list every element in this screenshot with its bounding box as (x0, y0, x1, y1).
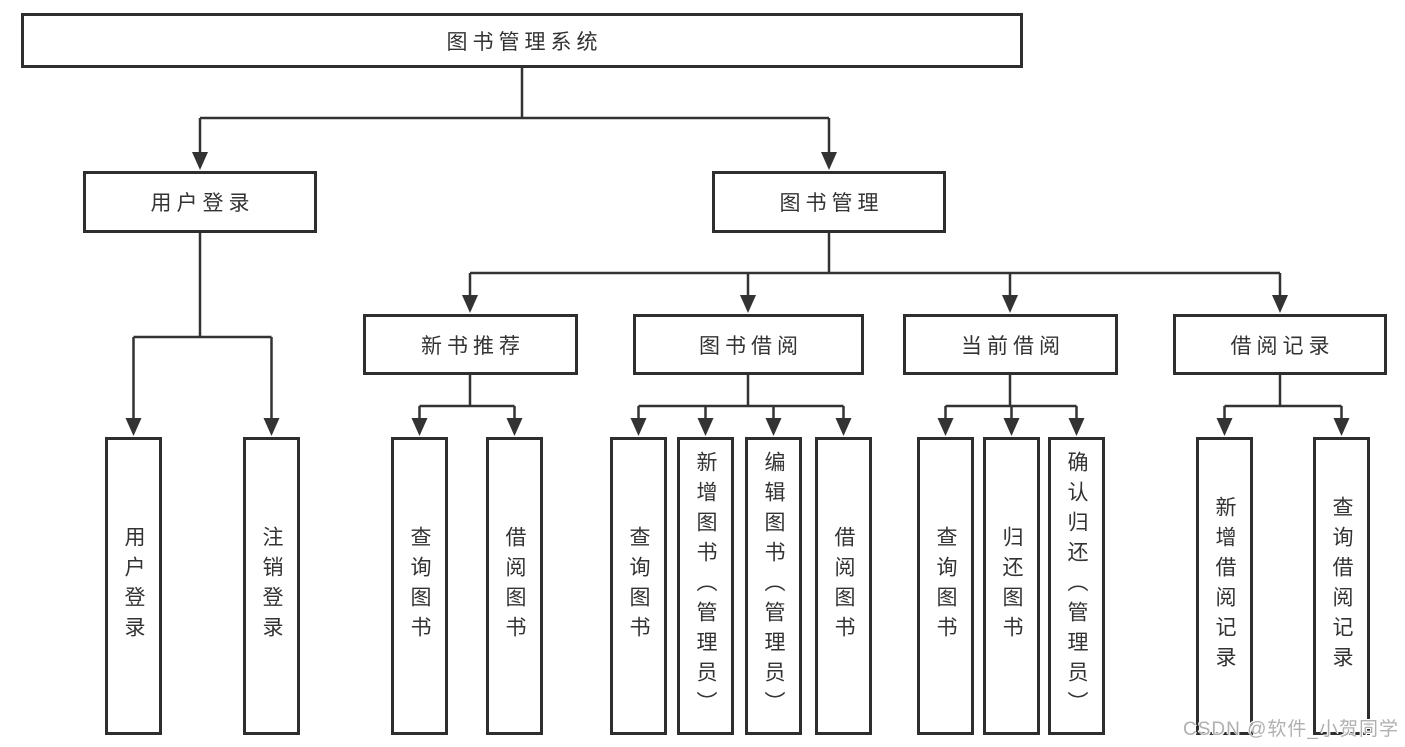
node-book-management: 图书管理 (712, 171, 946, 233)
edge-user-subtree (132, 233, 273, 420)
leaf-newbook-query-books-label: 查询图书 (408, 526, 431, 646)
leaf-newbook-borrow-books-label: 借阅图书 (503, 526, 526, 646)
leaf-records-query-record-label: 查询借阅记录 (1330, 496, 1353, 676)
edge-records-subtree (1223, 375, 1343, 420)
node-borrow-records: 借阅记录 (1173, 314, 1387, 375)
node-book-borrowing: 图书借阅 (633, 314, 864, 375)
leaf-current-return-books-label: 归还图书 (1000, 526, 1023, 646)
node-book-borrowing-label: 图书借阅 (699, 334, 803, 358)
node-root-system: 图书管理系统 (21, 13, 1023, 68)
leaf-current-confirm-return-admin: 确认归还（管理员） (1048, 437, 1105, 735)
edge-book-subtree (468, 233, 1282, 297)
leaf-borrowing-query-books: 查询图书 (610, 437, 667, 735)
arrowheads (125, 152, 1350, 436)
leaf-records-add-record-label: 新增借阅记录 (1213, 496, 1236, 676)
leaf-current-query-books-label: 查询图书 (934, 526, 957, 646)
leaf-borrowing-add-books-admin-label: 新增图书（管理员） (694, 451, 717, 721)
leaf-logout: 注销登录 (243, 437, 300, 735)
leaf-logout-label: 注销登录 (260, 526, 283, 646)
node-book-management-label: 图书管理 (779, 192, 884, 215)
leaf-borrowing-add-books-admin: 新增图书（管理员） (677, 437, 734, 735)
node-user-login-label: 用户登录 (150, 192, 255, 215)
leaf-borrowing-query-books-label: 查询图书 (627, 526, 650, 646)
node-root-label: 图书管理系统 (446, 30, 603, 54)
leaf-records-add-record: 新增借阅记录 (1196, 437, 1253, 735)
leaf-borrowing-borrow-books-label: 借阅图书 (832, 526, 855, 646)
leaf-borrowing-edit-books-admin: 编辑图书（管理员） (745, 437, 802, 735)
leaf-current-query-books: 查询图书 (917, 437, 974, 735)
csdn-watermark: CSDN @软件_小贺同学 (1183, 719, 1399, 740)
edge-newbook-subtree (418, 375, 516, 420)
node-current-borrowing: 当前借阅 (903, 314, 1118, 375)
node-new-book-recommend-label: 新书推荐 (421, 334, 525, 358)
leaf-newbook-query-books: 查询图书 (391, 437, 448, 735)
leaf-borrowing-edit-books-admin-label: 编辑图书（管理员） (762, 451, 785, 721)
node-current-borrowing-label: 当前借阅 (961, 334, 1065, 358)
node-borrow-records-label: 借阅记录 (1230, 334, 1335, 358)
edge-current-subtree (944, 375, 1078, 420)
leaf-records-query-record: 查询借阅记录 (1313, 437, 1370, 735)
leaf-borrowing-borrow-books: 借阅图书 (815, 437, 872, 735)
leaf-current-confirm-return-admin-label: 确认归还（管理员） (1065, 451, 1088, 721)
edge-borrowing-subtree (637, 375, 845, 420)
leaf-newbook-borrow-books: 借阅图书 (486, 437, 543, 735)
leaf-user-login: 用户登录 (105, 437, 162, 735)
edge-root-trunk (198, 68, 831, 154)
leaf-current-return-books: 归还图书 (983, 437, 1040, 735)
leaf-user-login-label: 用户登录 (122, 526, 145, 646)
node-user-login: 用户登录 (83, 171, 317, 233)
node-new-book-recommend: 新书推荐 (363, 314, 578, 375)
